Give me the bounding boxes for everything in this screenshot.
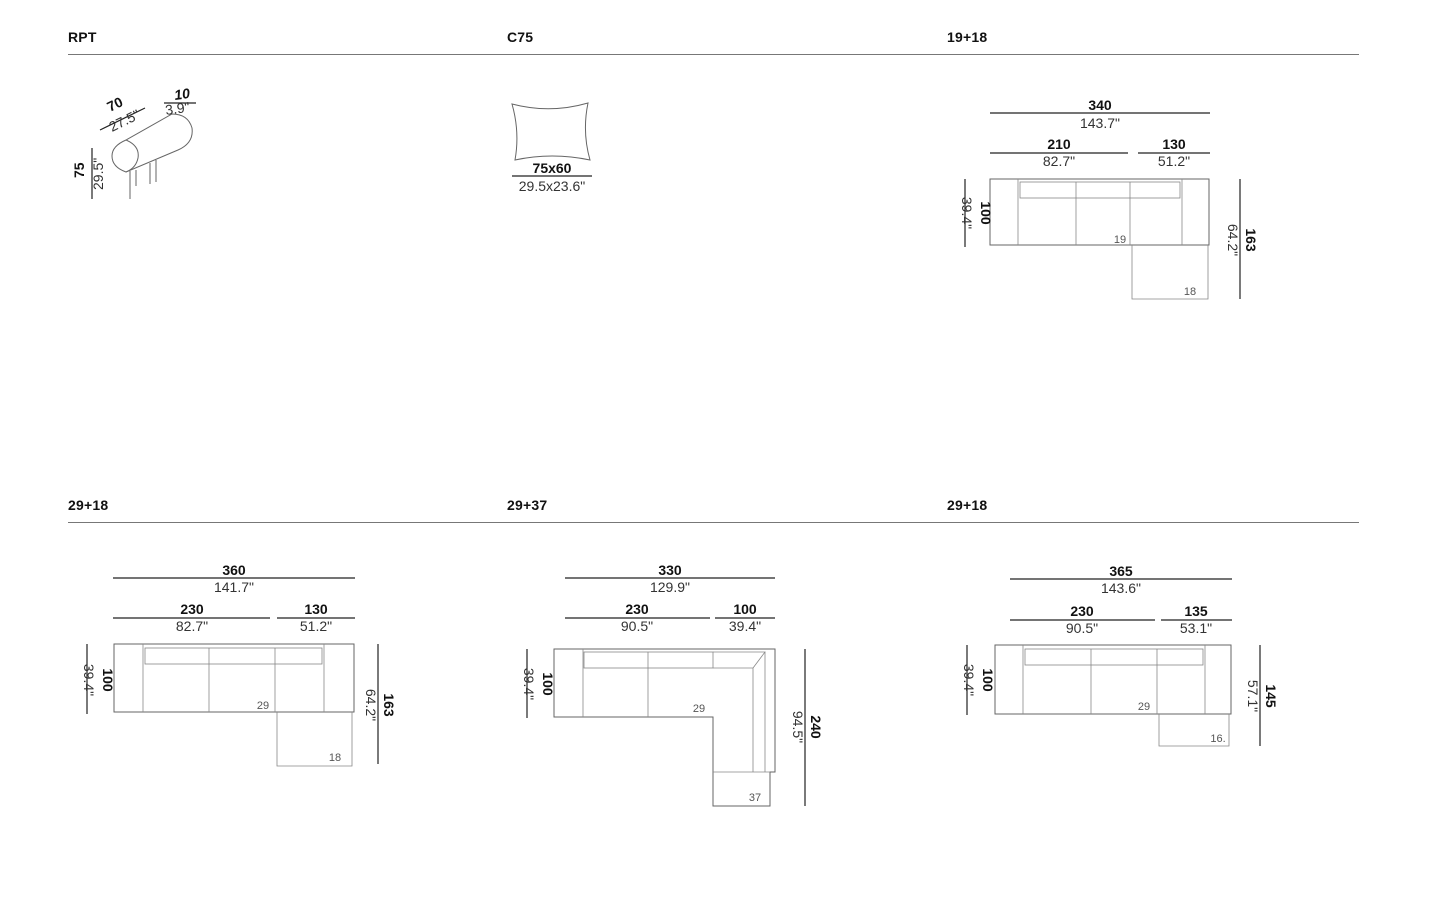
title-19-18: 19+18 bbox=[947, 29, 988, 45]
s2918b-left: 230 bbox=[1070, 603, 1094, 619]
s2937-depth-in: 39.4" bbox=[521, 668, 537, 700]
s2937-left-in: 90.5" bbox=[621, 618, 653, 634]
title-29-18-b: 29+18 bbox=[947, 497, 988, 513]
s2937-full-depth: 240 bbox=[808, 715, 824, 739]
s2918a-full-depth-in: 64.2" bbox=[363, 689, 379, 721]
s2918b-depth: 100 bbox=[980, 668, 996, 692]
s1918-total: 340 bbox=[1088, 97, 1112, 113]
s2937-right: 100 bbox=[733, 601, 757, 617]
s2937-left: 230 bbox=[625, 601, 649, 617]
s2937-mod-a: 29 bbox=[693, 703, 705, 715]
rpt-bench-end bbox=[125, 139, 139, 173]
s2918b-full-depth-in: 57.1" bbox=[1245, 680, 1261, 712]
s2918a-total-in: 141.7" bbox=[214, 579, 254, 595]
c75-size: 75x60 bbox=[533, 160, 572, 176]
s2937-total: 330 bbox=[658, 562, 682, 578]
rpt-bench-outline bbox=[111, 113, 193, 173]
title-29-37: 29+37 bbox=[507, 497, 548, 513]
sofa-29-18-a-drawing: 360 141.7" 230 82.7" 130 51.2" 29 18 100… bbox=[81, 562, 397, 767]
s2918b-total-in: 143.6" bbox=[1101, 580, 1141, 596]
s1918-full-depth-in: 64.2" bbox=[1225, 224, 1241, 256]
bottom-divider bbox=[68, 522, 1359, 523]
s2918b-right-in: 53.1" bbox=[1180, 620, 1212, 636]
s1918-right-in: 51.2" bbox=[1158, 153, 1190, 169]
rpt-height: 75 bbox=[71, 162, 87, 178]
s1918-left-in: 82.7" bbox=[1043, 153, 1075, 169]
s1918-mod-a: 19 bbox=[1114, 234, 1126, 246]
s2918a-right: 130 bbox=[304, 601, 328, 617]
c75-drawing: 75x60 29.5x23.6" bbox=[511, 102, 592, 194]
sofa-29-37-drawing: 330 129.9" 230 90.5" 100 39.4" 29 37 100… bbox=[521, 562, 824, 807]
s2918a-total: 360 bbox=[222, 562, 246, 578]
s1918-total-in: 143.7" bbox=[1080, 115, 1120, 131]
s1918-depth-in: 39.4" bbox=[959, 197, 975, 229]
s2918a-full-depth: 163 bbox=[381, 693, 397, 717]
s1918-right: 130 bbox=[1162, 136, 1186, 152]
s1918-left: 210 bbox=[1047, 136, 1071, 152]
s2937-total-in: 129.9" bbox=[650, 579, 690, 595]
rpt-width-dim-line bbox=[99, 107, 146, 131]
c75-cushion-outline bbox=[511, 102, 591, 161]
s1918-mod-b: 18 bbox=[1184, 286, 1196, 298]
s2937-mod-b: 37 bbox=[749, 792, 761, 804]
sofa-29-18-b-drawing: 365 143.6" 230 90.5" 135 53.1" 29 16. 10… bbox=[961, 563, 1279, 747]
rpt-depth: 10 bbox=[173, 85, 191, 103]
s2918b-mod-a: 29 bbox=[1138, 701, 1150, 713]
s2918a-left: 230 bbox=[180, 601, 204, 617]
title-rpt: RPT bbox=[68, 29, 97, 45]
s2937-full-depth-in: 94.5" bbox=[790, 711, 806, 743]
s2918b-mod-b: 16. bbox=[1210, 733, 1225, 745]
rpt-height-in: 29.5" bbox=[90, 158, 106, 190]
s2918b-full-depth: 145 bbox=[1263, 684, 1279, 708]
title-c75: C75 bbox=[507, 29, 534, 45]
title-29-18-a: 29+18 bbox=[68, 497, 109, 513]
top-divider bbox=[68, 54, 1359, 55]
rpt-width: 70 bbox=[104, 93, 125, 114]
rpt-drawing: 70 27.5" 10 3.9" 75 29.5" bbox=[71, 85, 196, 199]
s2937-right-in: 39.4" bbox=[729, 618, 761, 634]
rpt-depth-in: 3.9" bbox=[164, 99, 190, 118]
s2918a-left-in: 82.7" bbox=[176, 618, 208, 634]
s1918-depth: 100 bbox=[978, 201, 994, 225]
c75-size-in: 29.5x23.6" bbox=[519, 178, 585, 194]
s2918b-right: 135 bbox=[1184, 603, 1208, 619]
s2918a-depth-in: 39.4" bbox=[81, 664, 97, 696]
s2918b-total: 365 bbox=[1109, 563, 1133, 579]
s2918b-left-in: 90.5" bbox=[1066, 620, 1098, 636]
s2937-depth: 100 bbox=[540, 672, 556, 696]
s1918-full-depth: 163 bbox=[1243, 228, 1259, 252]
sofa-19-18-drawing: 340 143.7" 210 82.7" 130 51.2" 19 18 100… bbox=[959, 97, 1259, 300]
s2918a-mod-a: 29 bbox=[257, 700, 269, 712]
s2918b-depth-in: 39.4" bbox=[961, 664, 977, 696]
s2918a-depth: 100 bbox=[100, 668, 116, 692]
s2918a-right-in: 51.2" bbox=[300, 618, 332, 634]
s2918a-mod-b: 18 bbox=[329, 752, 341, 764]
